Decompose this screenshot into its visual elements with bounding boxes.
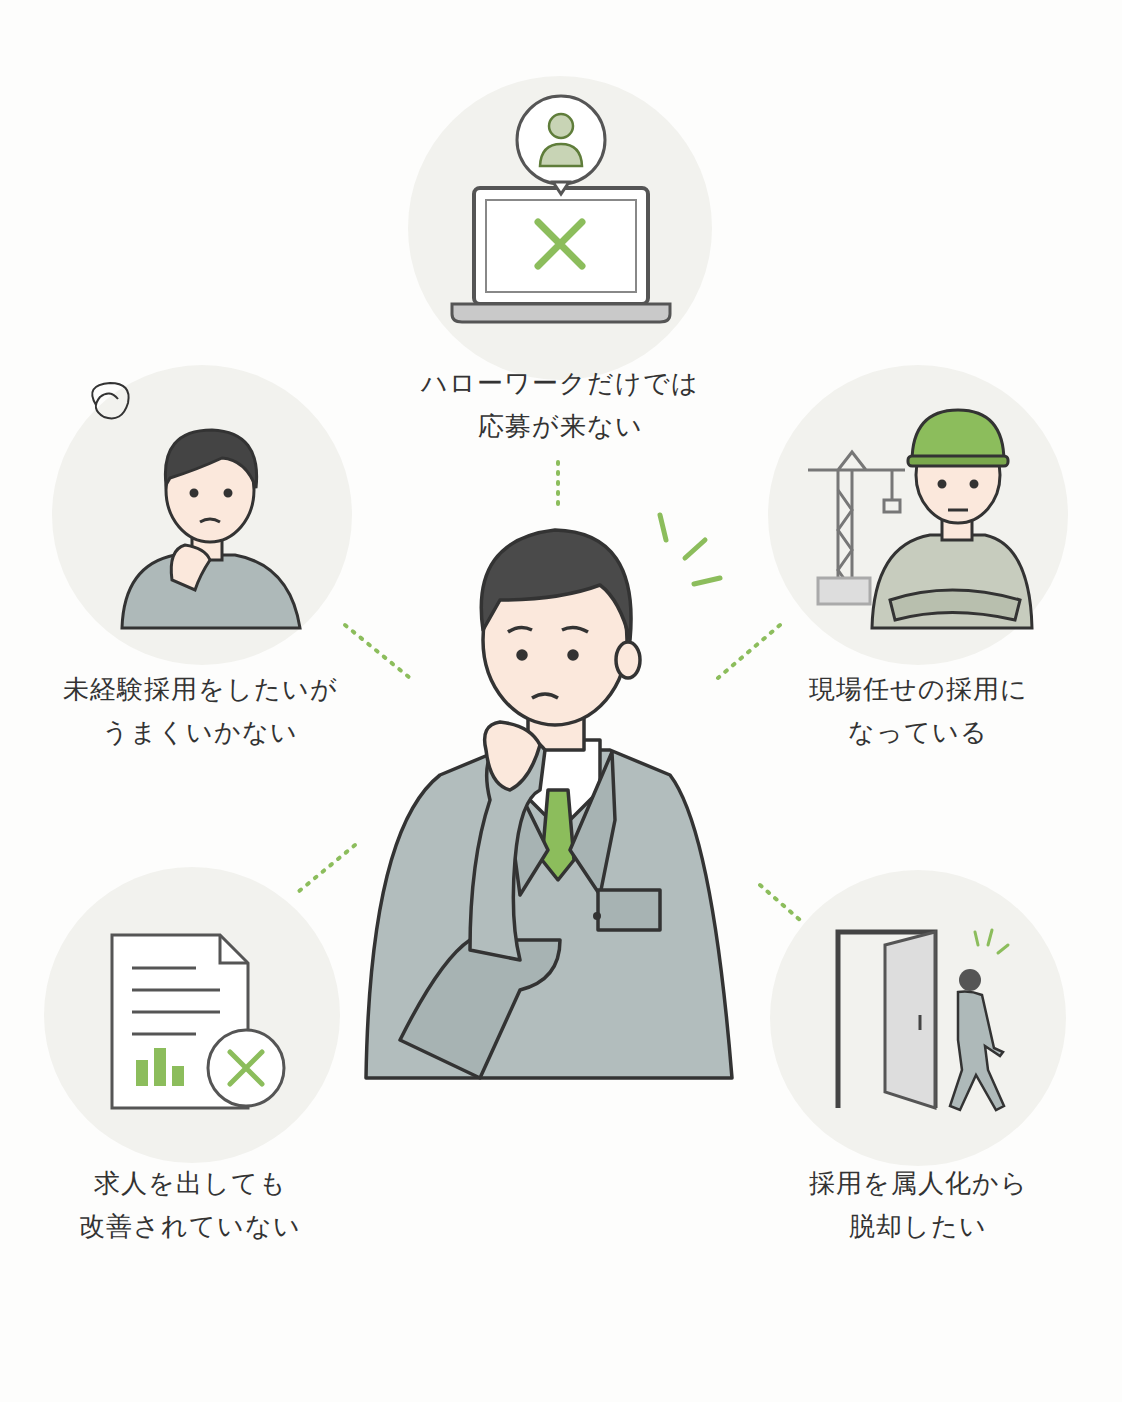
problem-label: ハローワークだけでは 応募が来ない [395,362,725,448]
problem-label: 採用を属人化から 脱却したい [753,1162,1083,1248]
problem-label: 求人を出しても 改善されていない [25,1162,355,1248]
alert-lines [660,515,720,584]
document-icon [112,935,284,1108]
central-man [366,530,732,1078]
leader-lines [298,462,800,920]
problem-circle: 現場任せの採用に なっている [753,668,1083,754]
laptop-icon [452,96,670,322]
problem-circle: 採用を属人化から 脱却したい [753,1162,1083,1248]
circle-grounds [44,76,1068,1166]
problem-label: 未経験採用をしたいが うまくいかない [35,668,365,754]
problem-label: 現場任せの採用に なっている [753,668,1083,754]
problem-circle: ハローワークだけでは 応募が来ない [395,362,725,448]
door-exit [838,930,1008,1110]
worried-man [92,383,300,628]
construction-worker [872,410,1032,628]
problem-circle: 求人を出しても 改善されていない [25,1162,355,1248]
problem-circle: 未経験採用をしたいが うまくいかない [35,668,365,754]
